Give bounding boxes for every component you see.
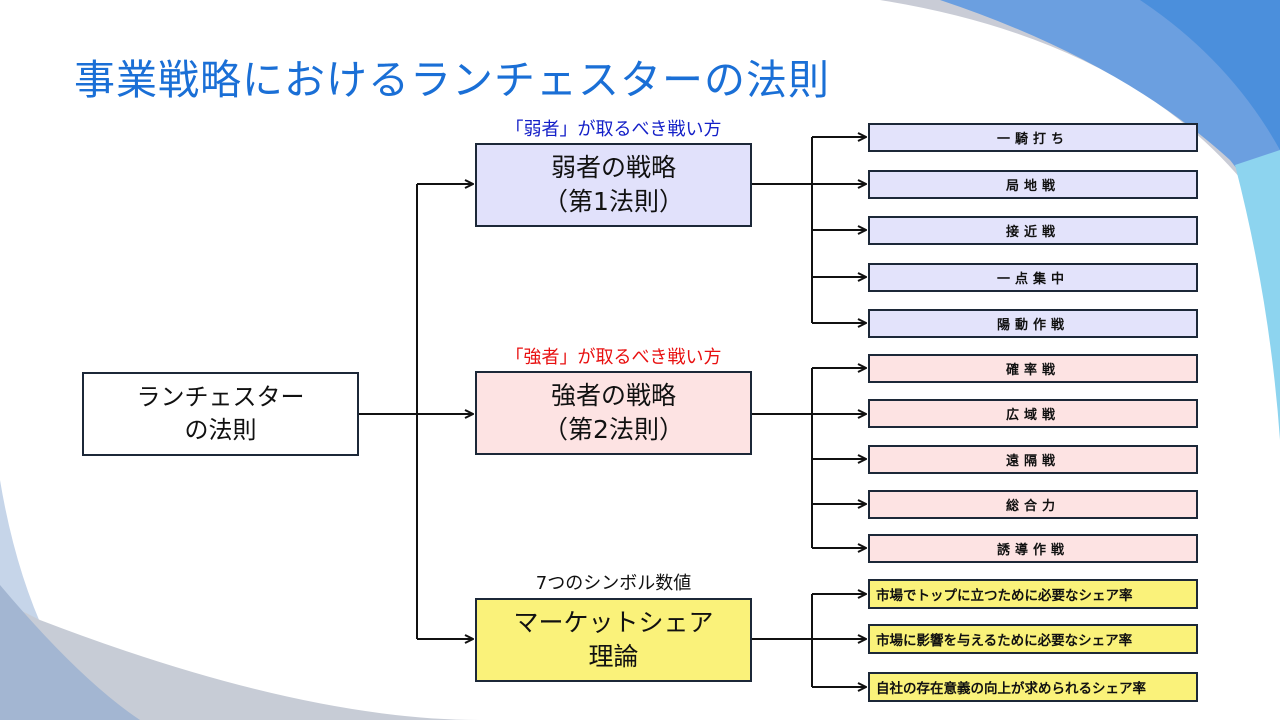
share-target-item: 自社の存在意義の向上が求められるシェア率 [868,672,1198,702]
weak-strategy-caption: 「弱者」が取るべき戦い方 [505,119,722,140]
slide-title: 事業戦略におけるランチェスターの法則 [74,56,830,104]
weak-tactic-item: 一騎打ち [868,123,1198,152]
weak-tactic-item: 一点集中 [868,263,1198,292]
strong-tactic-item: 広域戦 [868,399,1198,428]
strong-strategy-node: 強者の戦略 （第2法則） [475,371,752,455]
strong-tactic-item: 総合力 [868,490,1198,519]
share-target-item: 市場に影響を与えるために必要なシェア率 [868,624,1198,654]
strong-strategy-line2: （第2法則） [543,415,684,444]
right-edge-wave-cyan [1235,150,1280,440]
bottom-left-wave-slate [0,585,140,720]
weak-strategy-line1: 弱者の戦略 [550,153,676,182]
strong-tactic-item: 確率戦 [868,354,1198,383]
strong-tactic-item: 誘導作戦 [868,534,1198,563]
strong-tactic-item: 遠隔戦 [868,445,1198,474]
weak-tactic-item: 陽動作戦 [868,309,1198,338]
weak-strategy-line2: （第1法則） [543,187,684,216]
root-node-line1: ランチェスター [136,383,305,411]
top-right-wave-blue [940,0,1280,250]
share-target-item: 市場でトップに立つために必要なシェア率 [868,579,1198,609]
weak-tactic-item: 局地戦 [868,170,1198,199]
bottom-left-wave-gray [0,600,480,720]
market-share-theory-node: マーケットシェア 理論 [475,598,752,682]
weak-strategy-node: 弱者の戦略 （第1法則） [475,143,752,227]
strong-strategy-caption: 「強者」が取るべき戦い方 [505,347,722,368]
market-share-line2: 理論 [588,642,639,671]
root-node-lanchester-law: ランチェスター の法則 [82,372,359,456]
market-share-line1: マーケットシェア [513,608,714,637]
strong-strategy-line1: 強者の戦略 [550,381,676,410]
root-node-line2: の法則 [184,416,257,444]
market-share-caption: 7つのシンボル数値 [535,573,692,594]
weak-tactic-item: 接近戦 [868,216,1198,245]
top-right-wave-deepblue [1140,0,1280,150]
